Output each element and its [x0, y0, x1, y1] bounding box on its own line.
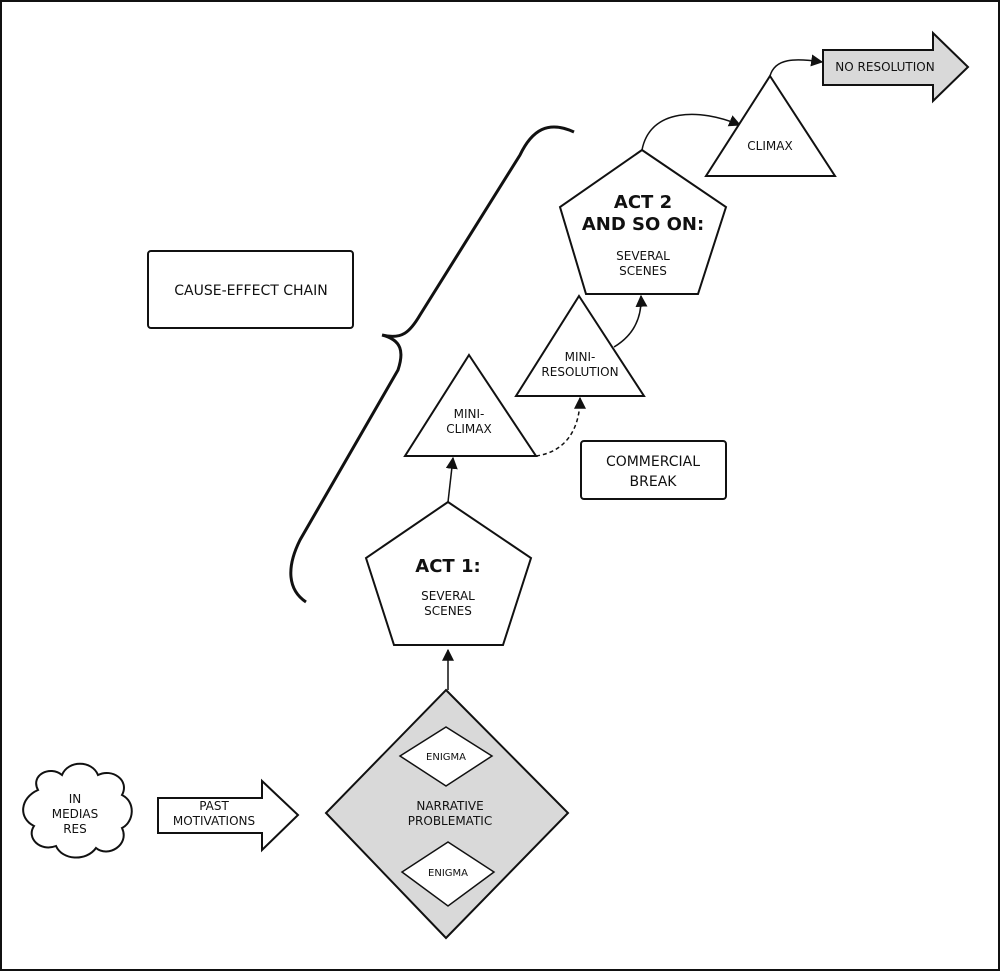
commercial-break-line2: BREAK — [630, 474, 678, 490]
dashed-arrow-commercial — [535, 396, 586, 457]
act2-sub-line2: SCENES — [619, 264, 667, 278]
act2-title-line2: AND SO ON: — [582, 214, 704, 235]
arrow-to-mini-climax — [445, 456, 458, 503]
enigma-bottom-label: ENIGMA — [428, 868, 468, 879]
in-medias-res-line1: IN — [69, 792, 82, 806]
commercial-break-box: COMMERCIAL BREAK — [580, 440, 727, 500]
enigma-top-diamond: ENIGMA — [398, 726, 494, 787]
no-resolution-label: NO RESOLUTION — [835, 60, 934, 74]
arrow-to-act2 — [613, 294, 648, 348]
past-motivations-arrow: PAST MOTIVATIONS — [157, 778, 300, 853]
mini-resolution-triangle: MINI- RESOLUTION — [514, 294, 646, 397]
mini-resolution-line1: MINI- — [565, 350, 596, 364]
narrative-problematic-line1: NARRATIVE — [416, 799, 483, 813]
enigma-bottom-diamond: ENIGMA — [400, 841, 496, 907]
climax-label: CLIMAX — [747, 139, 792, 153]
enigma-top-label: ENIGMA — [426, 752, 466, 763]
narrative-problematic-line2: PROBLEMATIC — [408, 814, 492, 828]
act1-title: ACT 1: — [415, 556, 480, 577]
mini-climax-line1: MINI- — [454, 407, 485, 421]
commercial-break-line1: COMMERCIAL — [606, 454, 700, 470]
arrow-to-no-resolution — [769, 54, 824, 77]
mini-resolution-line2: RESOLUTION — [541, 365, 618, 379]
narrative-problematic-diamond: NARRATIVE PROBLEMATIC — [324, 688, 570, 940]
cause-effect-chain-label: CAUSE-EFFECT CHAIN — [174, 283, 327, 299]
cause-effect-chain-box: CAUSE-EFFECT CHAIN — [147, 250, 354, 329]
mini-climax-line2: CLIMAX — [446, 422, 491, 436]
act1-sub-line2: SCENES — [424, 604, 472, 618]
in-medias-res-line2: MEDIAS — [52, 807, 99, 821]
in-medias-res-cloud: IN MEDIAS RES — [22, 762, 133, 859]
act1-sub-line1: SEVERAL — [421, 589, 475, 603]
act2-pentagon: ACT 2 AND SO ON: SEVERAL SCENES — [558, 148, 728, 295]
no-resolution-arrow: NO RESOLUTION — [822, 30, 970, 104]
in-medias-res-line3: RES — [63, 822, 87, 836]
curly-brace — [289, 125, 575, 604]
past-motivations-line1: PAST — [199, 799, 229, 813]
arrow-to-climax — [641, 113, 742, 151]
mini-climax-triangle: MINI- CLIMAX — [403, 353, 538, 457]
act2-sub-line1: SEVERAL — [616, 249, 670, 263]
act1-pentagon: ACT 1: SEVERAL SCENES — [364, 500, 533, 646]
past-motivations-line2: MOTIVATIONS — [173, 814, 255, 828]
act2-title-line1: ACT 2 — [614, 192, 672, 213]
climax-triangle: CLIMAX — [704, 74, 837, 177]
